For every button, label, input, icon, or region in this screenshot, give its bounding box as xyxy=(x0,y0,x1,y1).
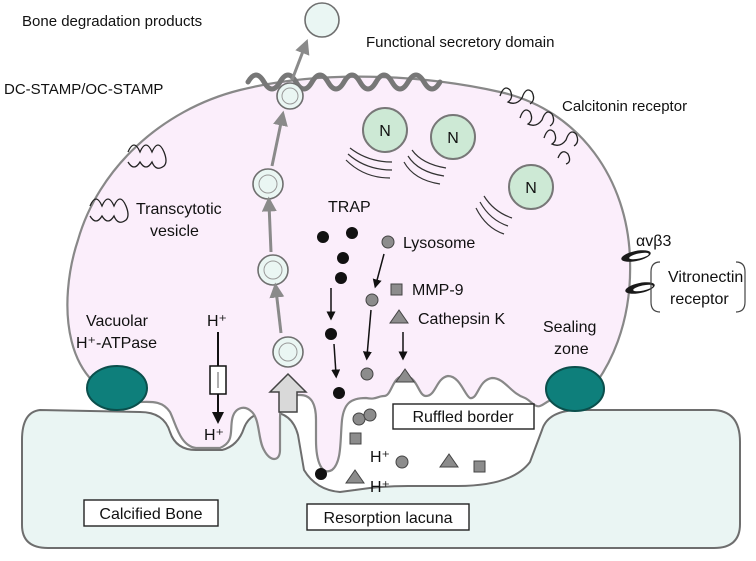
uptake-arrow xyxy=(268,372,308,413)
label-bone-degradation-products: Bone degradation products xyxy=(22,13,202,30)
nucleus-2 xyxy=(430,114,476,160)
trap-dot xyxy=(337,252,349,264)
transcytosis-arrows xyxy=(261,110,288,334)
lysosome-granule xyxy=(360,367,374,381)
mmp9-granules xyxy=(349,283,486,473)
secretory-domain-membrane xyxy=(245,72,443,92)
label-vesicle: vesicle xyxy=(150,223,199,240)
lysosome-granule xyxy=(395,455,409,469)
svg-text:N: N xyxy=(447,130,459,147)
cathepsin-granules xyxy=(345,309,459,484)
nuclei: N N N xyxy=(362,107,554,210)
bone-degradation-product xyxy=(304,2,340,38)
label-vacuolar: Vacuolar xyxy=(86,313,149,330)
trap-dot xyxy=(346,227,358,239)
lysosome-granule xyxy=(363,408,377,422)
sealing-zone-left xyxy=(86,365,148,411)
golgi-lines xyxy=(345,147,513,235)
trap-dot xyxy=(333,387,345,399)
trap-dot xyxy=(325,328,337,340)
resorption-lacuna-box: Resorption lacuna xyxy=(306,503,470,531)
sealing-zone-right xyxy=(545,366,605,412)
lysosome-granule xyxy=(365,293,379,307)
label-calcified-bone: Calcified Bone xyxy=(99,506,202,523)
lysosome-icon xyxy=(381,235,395,249)
label-h-plus-top: H⁺ xyxy=(207,313,227,330)
vitronectin-receptor-icon xyxy=(621,250,655,294)
lysosome-granule xyxy=(352,412,366,426)
nucleus-3 xyxy=(508,164,554,210)
label-zone: zone xyxy=(554,341,589,358)
nucleus-1 xyxy=(362,107,408,153)
mmp9-icon xyxy=(390,283,403,296)
lysosome-granules xyxy=(352,235,409,469)
svg-text:N: N xyxy=(379,123,391,140)
label-vitronectin: Vitronectin xyxy=(668,269,743,286)
label-secretory-domain: Functional secretory domain xyxy=(366,34,554,51)
calcified-bone-box: Calcified Bone xyxy=(83,499,219,527)
vitronectin-bracket xyxy=(650,261,746,313)
transcytotic-vesicles xyxy=(252,82,304,368)
label-ruffled-border: Ruffled border xyxy=(412,409,514,426)
ruffled-border-box: Ruffled border xyxy=(392,403,535,430)
mmp9-granule xyxy=(349,432,362,445)
label-mmp9: MMP-9 xyxy=(412,282,464,299)
vesicle-1 xyxy=(276,82,304,110)
vesicle-2 xyxy=(252,168,284,200)
trap-dot xyxy=(335,272,347,284)
vesicle-4 xyxy=(272,336,304,368)
vesicle-3 xyxy=(257,254,289,286)
trap-dot xyxy=(317,231,329,243)
calcitonin-receptor-icon xyxy=(499,87,579,165)
label-h-plus-lacuna-1: H⁺ xyxy=(370,449,390,466)
cathepsin-granule xyxy=(439,453,459,468)
label-avb3: αvβ3 xyxy=(636,233,671,250)
label-h-plus-lacuna-2: H⁺ xyxy=(370,479,390,496)
label-sealing: Sealing xyxy=(543,319,596,336)
mmp9-granule xyxy=(473,460,486,473)
osteoclast-cell xyxy=(66,75,632,473)
trap-dot xyxy=(315,468,327,480)
label-calcitonin-receptor: Calcitonin receptor xyxy=(562,98,687,115)
label-h-atpase: H⁺-ATPase xyxy=(76,335,157,352)
trap-arrows xyxy=(326,288,341,379)
label-resorption-lacuna: Resorption lacuna xyxy=(324,510,453,527)
label-cathepsin-k: Cathepsin K xyxy=(418,311,505,328)
dc-stamp-receptors xyxy=(89,144,167,223)
label-dc-stamp: DC-STAMP/OC-STAMP xyxy=(4,81,163,98)
cathepsin-granule xyxy=(345,469,365,484)
vacuolar-atpase-pump xyxy=(209,332,227,424)
label-receptor: receptor xyxy=(670,291,729,308)
label-h-plus-bottom: H⁺ xyxy=(204,427,224,444)
exocytosis-arrow xyxy=(290,38,310,81)
svg-text:N: N xyxy=(525,180,537,197)
cathepsin-icon xyxy=(389,309,409,324)
trap-granules xyxy=(315,227,358,480)
label-transcytotic: Transcytotic xyxy=(136,201,222,218)
label-lysosome: Lysosome xyxy=(403,235,475,252)
lysosome-arrows xyxy=(362,253,408,361)
cathepsin-granule xyxy=(395,368,415,383)
label-trap: TRAP xyxy=(328,199,371,216)
